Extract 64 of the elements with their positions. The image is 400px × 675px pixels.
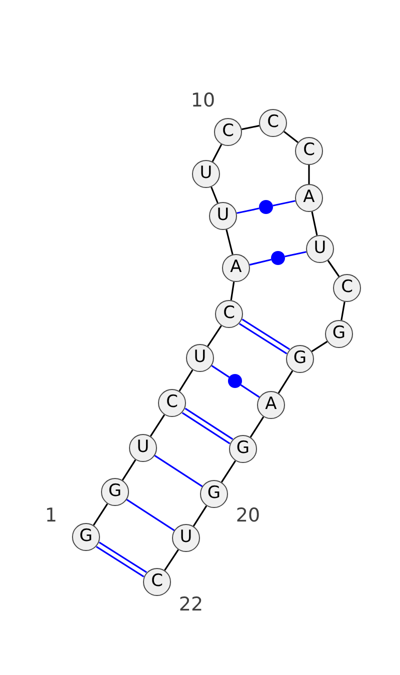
base-pair-line bbox=[284, 251, 306, 258]
base-pair-line bbox=[236, 208, 260, 214]
nucleotide-circle: U bbox=[172, 524, 200, 552]
backbone-line bbox=[311, 212, 318, 236]
nucleotide-circle: A bbox=[257, 391, 285, 419]
nucleotide-circle: A bbox=[295, 184, 323, 212]
backbone-line bbox=[308, 165, 310, 184]
backbone-line bbox=[122, 459, 136, 481]
backbone-line bbox=[220, 460, 236, 483]
base-pair-line bbox=[242, 318, 290, 350]
base-pair-line bbox=[272, 200, 296, 206]
nucleotide-circle: U bbox=[306, 235, 334, 263]
backbone-line bbox=[327, 260, 340, 277]
base-pair-line bbox=[249, 258, 272, 266]
nucleotide-circle: G bbox=[101, 478, 129, 506]
base-pair-line bbox=[182, 412, 230, 444]
backbone-line bbox=[92, 503, 108, 526]
nucleotide-circle: G bbox=[286, 345, 314, 373]
backbone-line bbox=[210, 186, 218, 204]
position-number: 10 bbox=[190, 90, 216, 112]
base-pair-line bbox=[96, 546, 144, 578]
base-pair-line bbox=[211, 365, 230, 378]
base-pair-dot bbox=[259, 200, 273, 214]
base-pair-line bbox=[240, 384, 260, 398]
position-number: 20 bbox=[236, 506, 260, 526]
backbone-line bbox=[250, 416, 264, 438]
nucleotide-circle: G bbox=[325, 320, 353, 348]
backbone-line bbox=[164, 549, 179, 571]
nucleotide-circle: U bbox=[186, 344, 214, 372]
nucleotide-circle: C bbox=[215, 300, 243, 328]
base-pair-line bbox=[184, 408, 234, 440]
nucleotide-circle: C bbox=[333, 274, 361, 302]
nucleotide-circle: A bbox=[222, 254, 250, 282]
backbone-line bbox=[192, 505, 208, 527]
nucleotide-circle: C bbox=[295, 137, 323, 165]
backbone-line bbox=[212, 144, 222, 162]
backbone-line bbox=[242, 124, 260, 130]
backbone-line bbox=[284, 130, 298, 144]
backbone-line bbox=[311, 340, 328, 352]
base-pair-line bbox=[238, 323, 288, 354]
nucleotide-circle: G bbox=[229, 435, 257, 463]
base-pair-dot bbox=[228, 374, 242, 388]
base-pair-line bbox=[126, 498, 175, 532]
base-pair-line bbox=[98, 542, 148, 573]
nucleotide-circle: C bbox=[259, 109, 287, 137]
backbone-line bbox=[207, 325, 222, 347]
nucleotide-circle: C bbox=[143, 568, 171, 596]
backbone-line bbox=[178, 369, 194, 392]
base-pair-line bbox=[154, 454, 203, 488]
backbone-line bbox=[340, 302, 346, 320]
nucleotide-circle: U bbox=[129, 434, 157, 462]
nucleotide-circle: C bbox=[214, 118, 242, 146]
base-pair-dot bbox=[271, 251, 285, 265]
nucleotide-circle: U bbox=[192, 160, 220, 188]
nucleotide-circle: G bbox=[72, 523, 100, 551]
backbone-line bbox=[226, 229, 234, 255]
nucleotide-circle: U bbox=[209, 202, 237, 230]
backbone-line bbox=[230, 282, 235, 300]
position-number: 22 bbox=[178, 594, 204, 616]
backbone-line bbox=[150, 414, 166, 437]
backbone-line bbox=[278, 370, 294, 394]
nucleotide-circle: C bbox=[158, 389, 186, 417]
nucleotide-circle: G bbox=[200, 480, 228, 508]
position-number: 1 bbox=[44, 506, 58, 526]
